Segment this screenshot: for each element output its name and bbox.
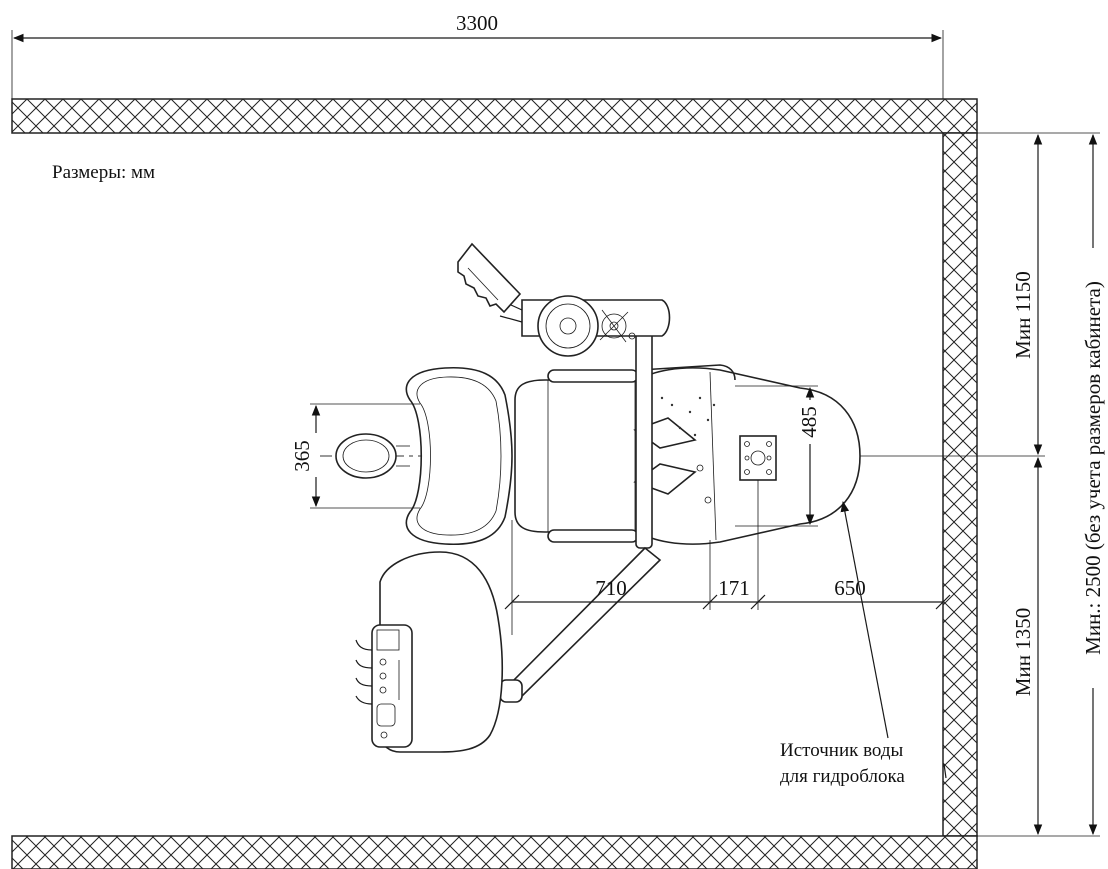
water-unit-box [739, 435, 777, 481]
instrument-tray [457, 242, 522, 314]
backrest [405, 366, 513, 546]
spittoon [537, 295, 599, 357]
seat [514, 367, 861, 545]
doctor-unit [355, 546, 662, 753]
right-dimensions: Мин 1150 Мин 1350 Мин.: 2500 (без учета … [860, 132, 1105, 837]
headrest-width-dimension: 365 [290, 403, 420, 509]
min-bottom-label: Мин 1350 [1011, 608, 1035, 696]
room-width-label: 3300 [456, 11, 498, 35]
room-width-dimension: 3300 [11, 11, 944, 99]
headrest [335, 433, 397, 479]
water-source-callout: Источник воды для гидроблока [780, 500, 947, 787]
dental-chair [335, 364, 861, 546]
bottom-wall [11, 835, 978, 869]
min-total-label: Мин.: 2500 (без учета размеров кабинета) [1081, 281, 1105, 655]
water-source-label-line2: для гидроблока [780, 766, 905, 787]
dim-710-label: 710 [595, 576, 627, 600]
min-top-label: Мин 1150 [1011, 271, 1035, 359]
seat-width-label: 485 [797, 406, 821, 438]
assistant-unit [457, 242, 671, 549]
walls [11, 98, 978, 869]
seat-width-dimension: 485 [735, 385, 821, 527]
doctor-arm [504, 546, 662, 702]
dim-171-label: 171 [718, 576, 750, 600]
units-note: Размеры: мм [52, 162, 155, 183]
right-wall [942, 132, 978, 837]
headrest-width-label: 365 [290, 440, 314, 472]
top-wall [11, 98, 978, 134]
water-source-label-line1: Источник воды [780, 740, 904, 761]
